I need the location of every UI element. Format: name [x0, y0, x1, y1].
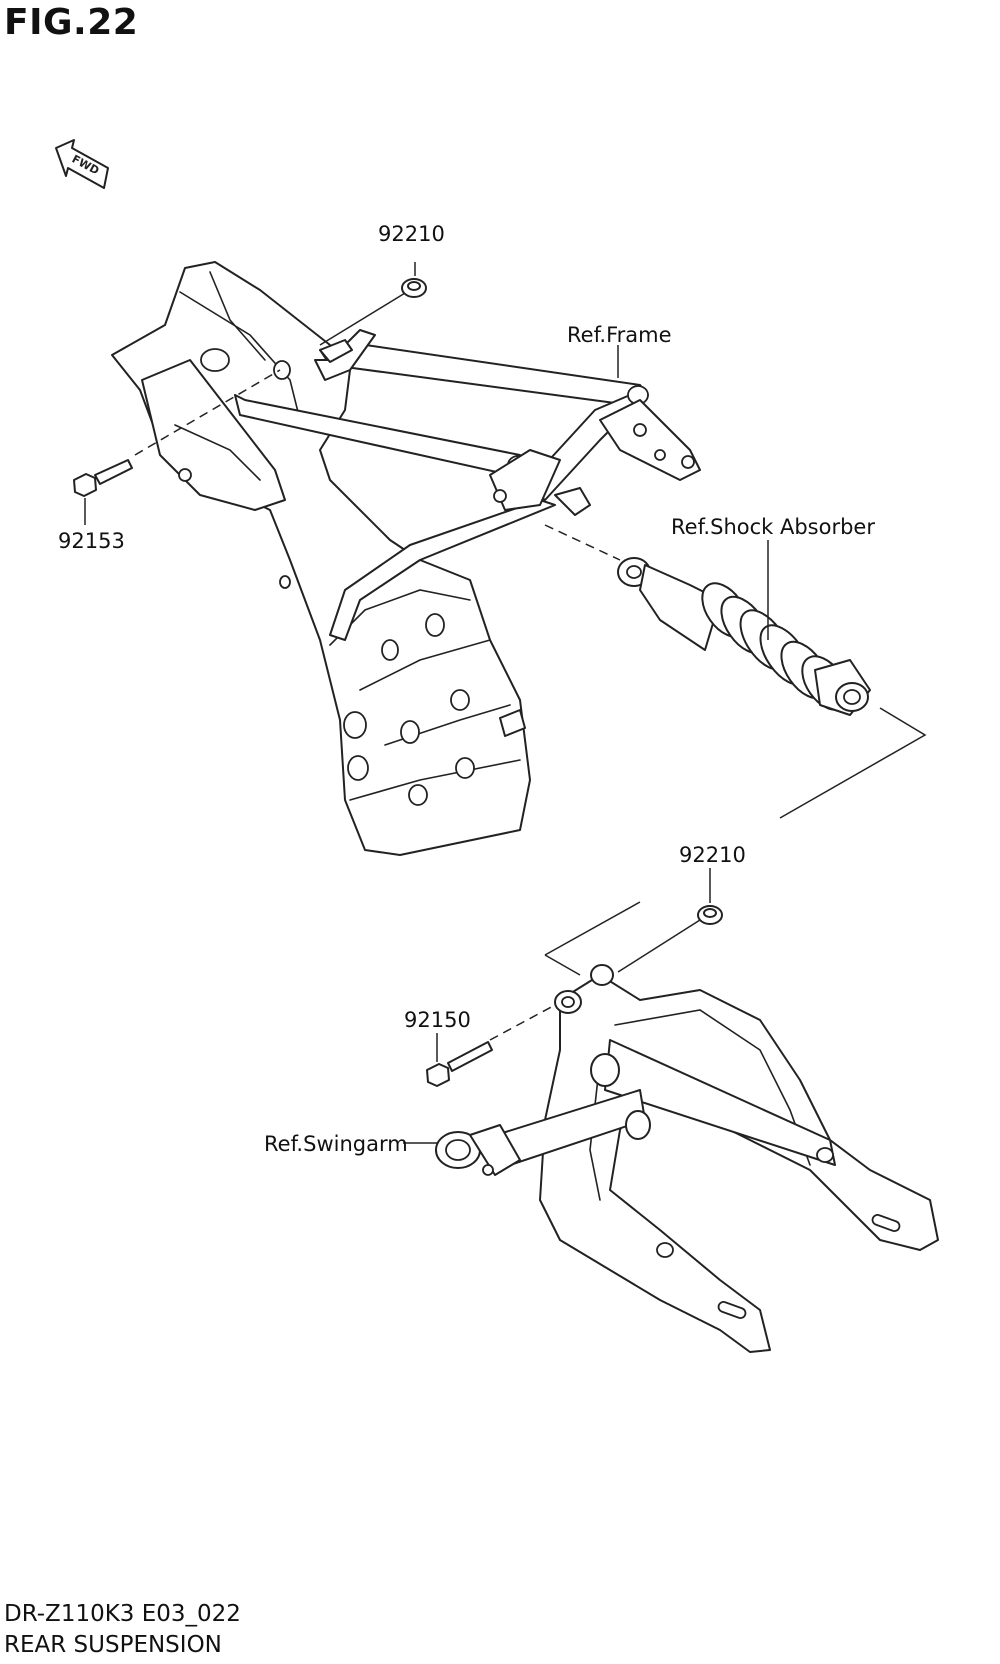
label-92210-top: 92210 — [378, 222, 445, 246]
bolt-92153 — [73, 369, 281, 525]
footer-section-name: REAR SUSPENSION — [4, 1632, 222, 1658]
label-92150: 92150 — [404, 1008, 471, 1032]
label-92153: 92153 — [58, 529, 125, 553]
bolt-92150 — [426, 1004, 556, 1087]
forward-arrow-icon: FWD — [55, 139, 109, 189]
nut-92210-bottom — [617, 868, 723, 973]
swingarm-drawing — [435, 901, 939, 1353]
label-ref-shock-absorber: Ref.Shock Absorber — [671, 515, 875, 539]
frame-drawing — [111, 261, 701, 856]
nut-92210-top — [319, 262, 427, 346]
label-92210-bottom: 92210 — [679, 843, 746, 867]
figure-title: FIG.22 — [4, 2, 139, 43]
shock-absorber-drawing — [544, 524, 927, 819]
label-ref-swingarm: Ref.Swingarm — [264, 1132, 408, 1156]
label-ref-frame: Ref.Frame — [567, 323, 672, 347]
footer-model-code: DR-Z110K3 E03_022 — [4, 1601, 241, 1627]
